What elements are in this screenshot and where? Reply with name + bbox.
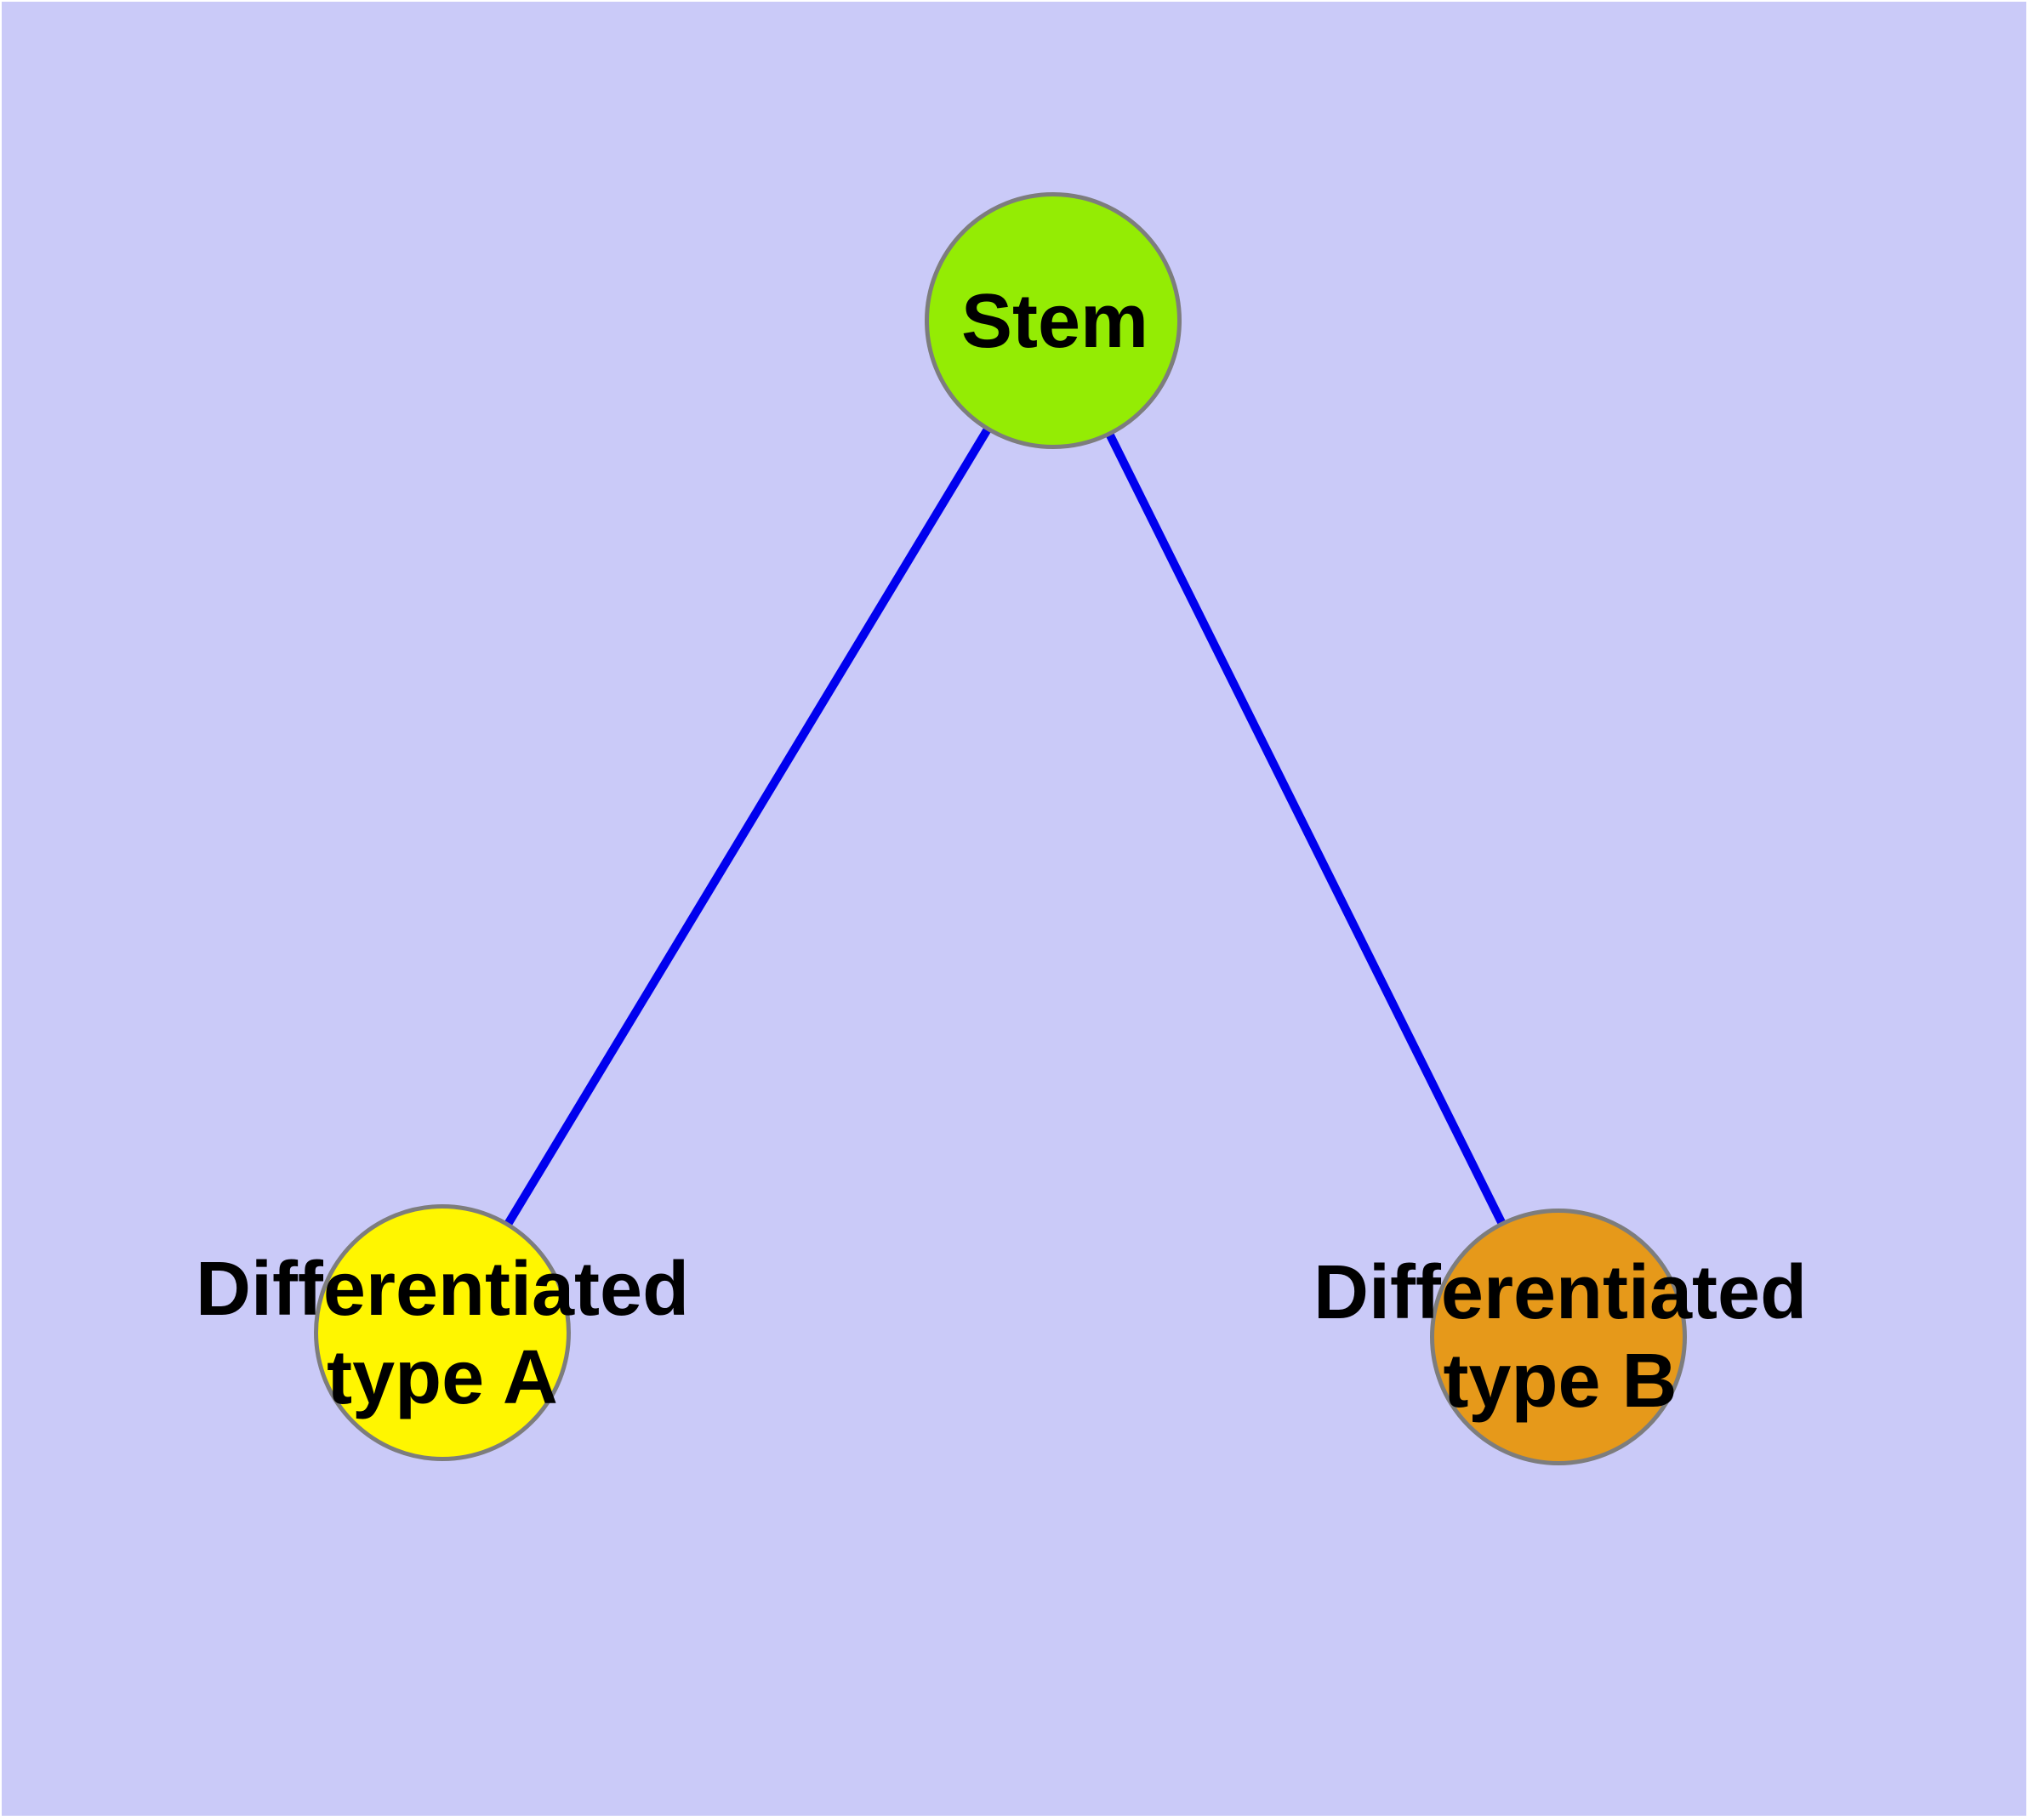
edge-stem-to-type-a — [438, 318, 1057, 1335]
node-differentiated-type-b — [1430, 1209, 1687, 1465]
node-differentiated-type-a — [314, 1204, 571, 1461]
node-stem — [925, 192, 1182, 449]
edge-stem-to-type-b — [1049, 318, 1563, 1339]
